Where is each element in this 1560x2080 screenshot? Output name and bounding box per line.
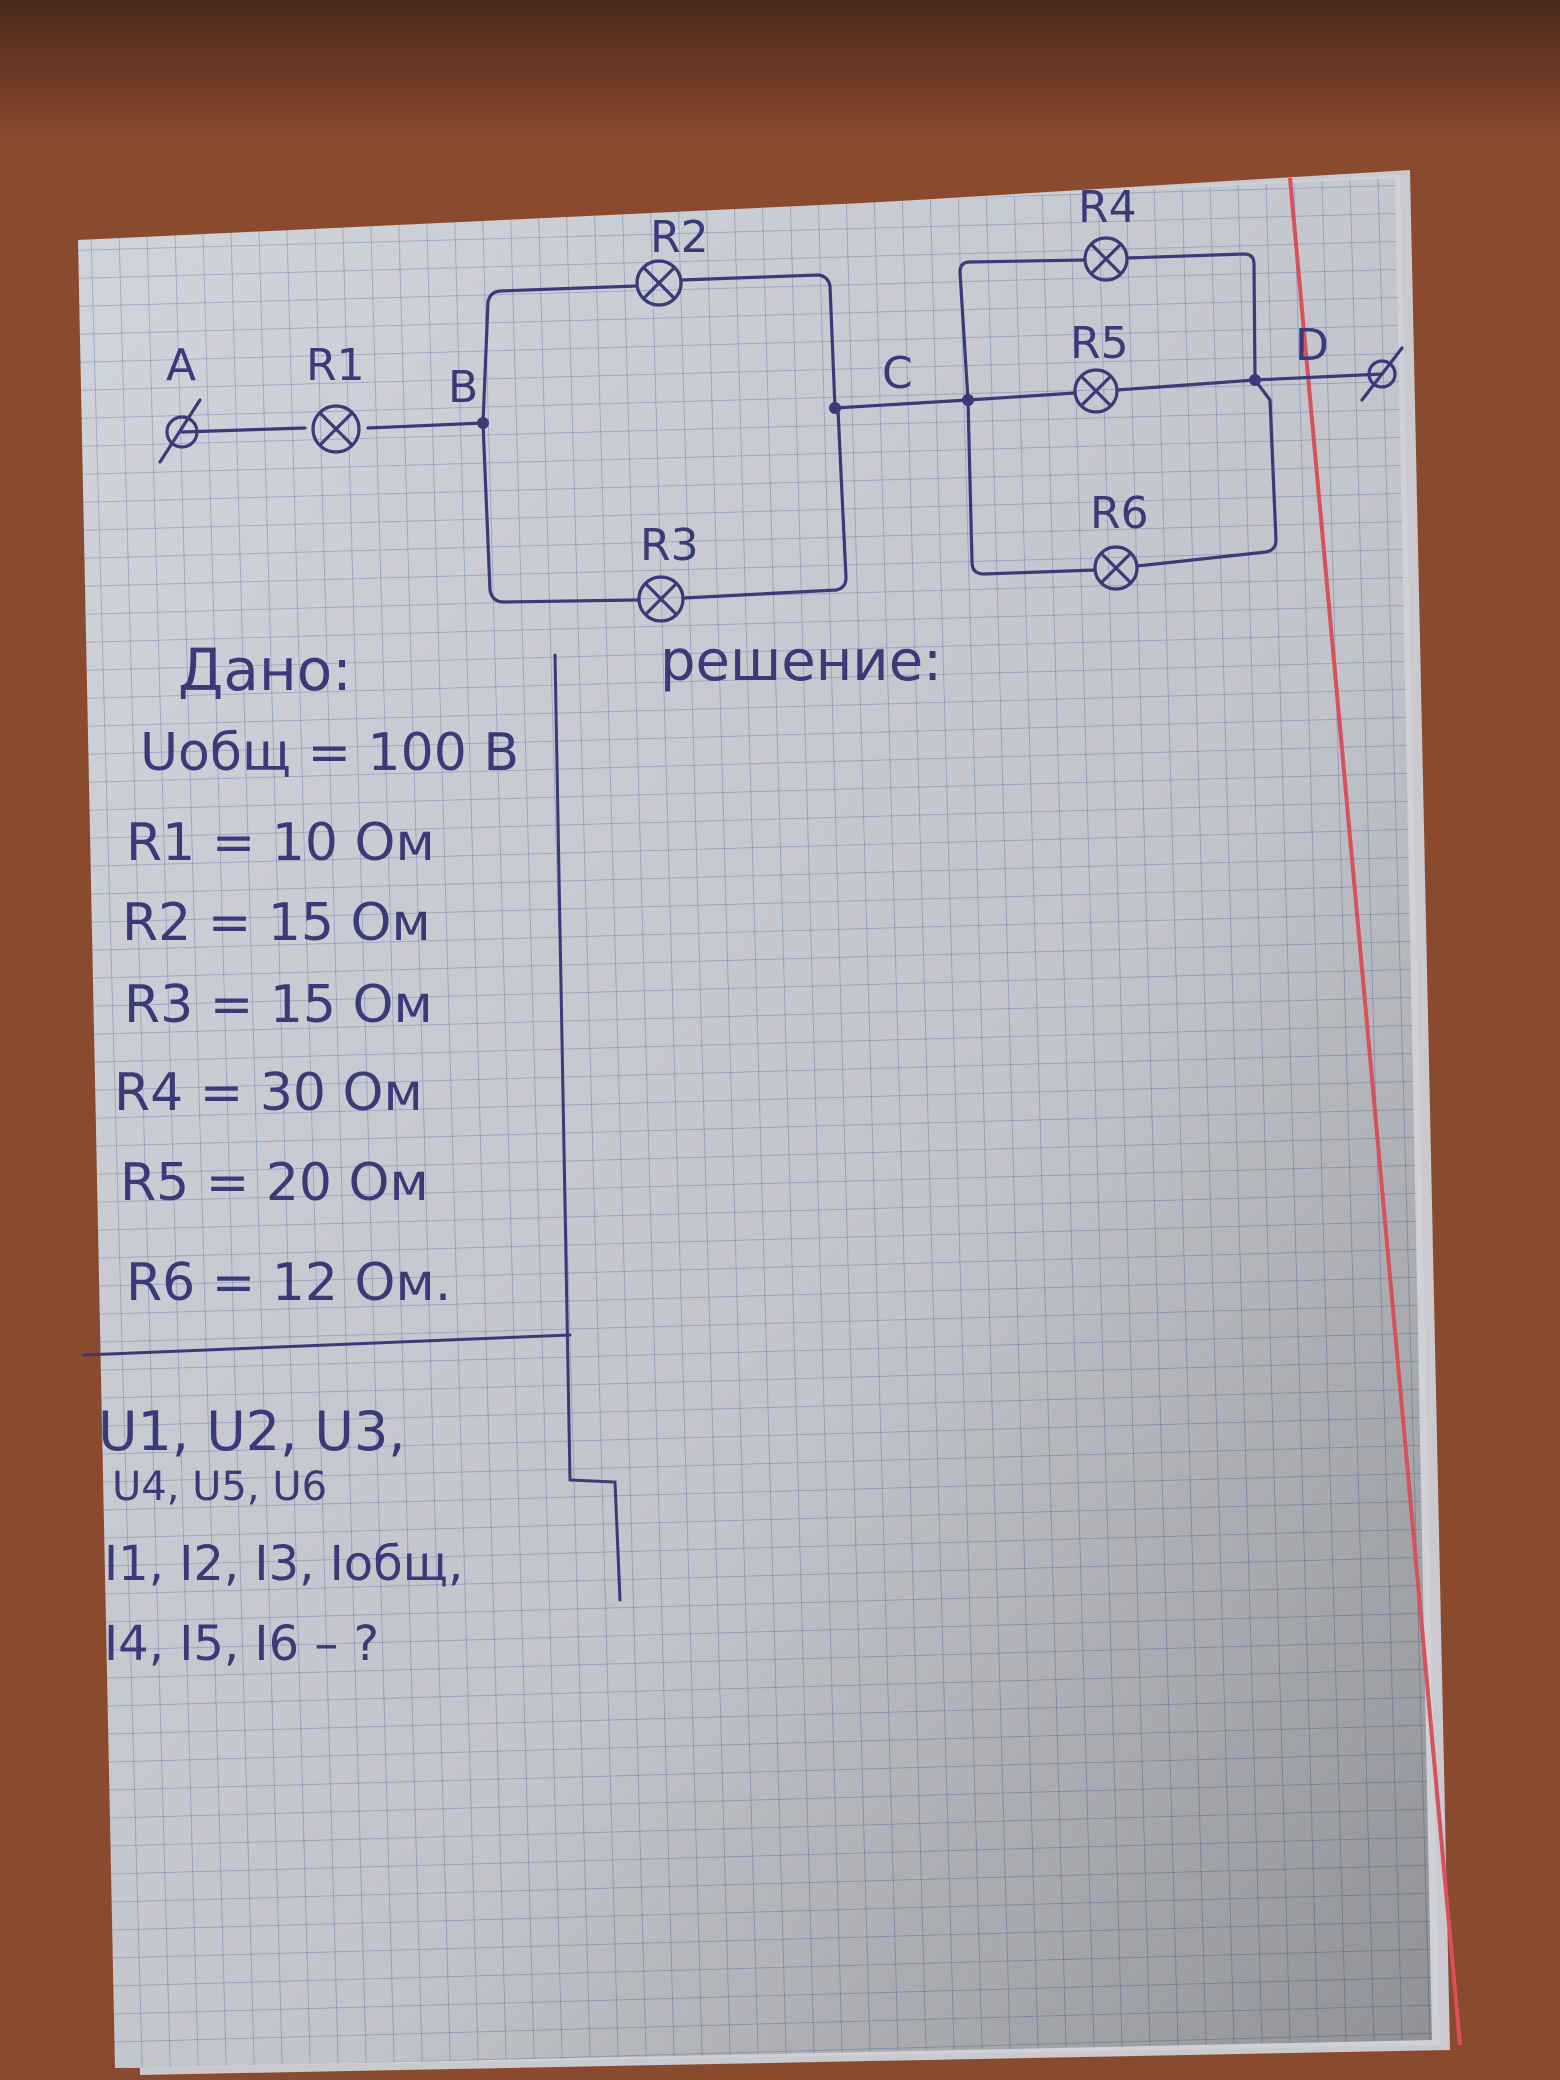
node-label-b: B (448, 362, 478, 413)
margin-line (1288, 177, 1462, 2046)
given-line-total-voltage: Uобщ = 100 В (140, 723, 519, 783)
node-label-a: A (166, 340, 196, 391)
given-line-r2: R2 = 15 Ом (122, 893, 431, 953)
find-line-currents-2: I4, I5, I6 – ? (104, 1616, 379, 1672)
given-line-r1: R1 = 10 Ом (126, 813, 435, 873)
wire-c-junction (833, 398, 970, 410)
wire-r2-c (680, 273, 837, 410)
solution-heading: решение: (660, 629, 942, 694)
resistor-r1-symbol (311, 404, 361, 454)
junction-b (477, 417, 489, 429)
given-frame (82, 653, 622, 1602)
resistor-label-r3: R3 (640, 520, 699, 571)
terminal-a (158, 398, 202, 464)
find-line-currents-1: I1, I2, I3, Iобщ, (104, 1536, 463, 1592)
given-line-r4: R4 = 30 Ом (114, 1063, 423, 1123)
terminal-d (1360, 346, 1404, 402)
wire-r6-right (1135, 378, 1278, 568)
find-line-voltages-1: U1, U2, U3, (98, 1400, 405, 1463)
node-label-d: D (1295, 320, 1329, 371)
find-line-voltages-2: U4, U5, U6 (112, 1464, 327, 1510)
resistor-label-r1: R1 (306, 340, 365, 391)
resistor-label-r5: R5 (1070, 318, 1129, 369)
wire-r5-left (966, 391, 1077, 402)
wire-r1-b (366, 421, 485, 430)
node-label-c: C (882, 348, 913, 399)
resistor-r3-symbol (637, 575, 685, 623)
wire-r4-left (958, 258, 1087, 402)
resistor-r2-symbol (635, 259, 683, 307)
junction-right-left (962, 394, 974, 406)
resistor-r6-symbol (1093, 545, 1139, 591)
given-heading: Дано: (178, 636, 352, 704)
given-vertical-divider (553, 653, 572, 1482)
given-horizontal-divider (82, 1333, 572, 1357)
resistor-label-r4: R4 (1078, 182, 1137, 233)
junction-c (829, 402, 841, 414)
wire-a-r1 (180, 426, 307, 434)
wire-b-r2 (481, 284, 638, 425)
given-line-r6: R6 = 12 Ом. (126, 1253, 451, 1313)
wire-r4-right (1125, 252, 1257, 382)
resistor-label-r6: R6 (1090, 488, 1149, 539)
wire-r6-left (966, 398, 1097, 576)
given-line-r3: R3 = 15 Ом (124, 975, 433, 1035)
given-line-r5: R5 = 20 Ом (120, 1153, 429, 1213)
wire-r5-right (1115, 378, 1257, 392)
junction-d (1249, 374, 1261, 386)
find-bracket (568, 1478, 622, 1602)
circuit-diagram (158, 236, 1404, 623)
wire-b-r3 (481, 421, 640, 604)
resistor-r5-symbol (1073, 368, 1119, 414)
wire-d-terminal (1253, 372, 1384, 382)
wire-r3-c (682, 408, 848, 600)
resistor-label-r2: R2 (650, 212, 709, 263)
resistor-r4-symbol (1083, 236, 1129, 282)
junction-dots (477, 374, 1261, 429)
